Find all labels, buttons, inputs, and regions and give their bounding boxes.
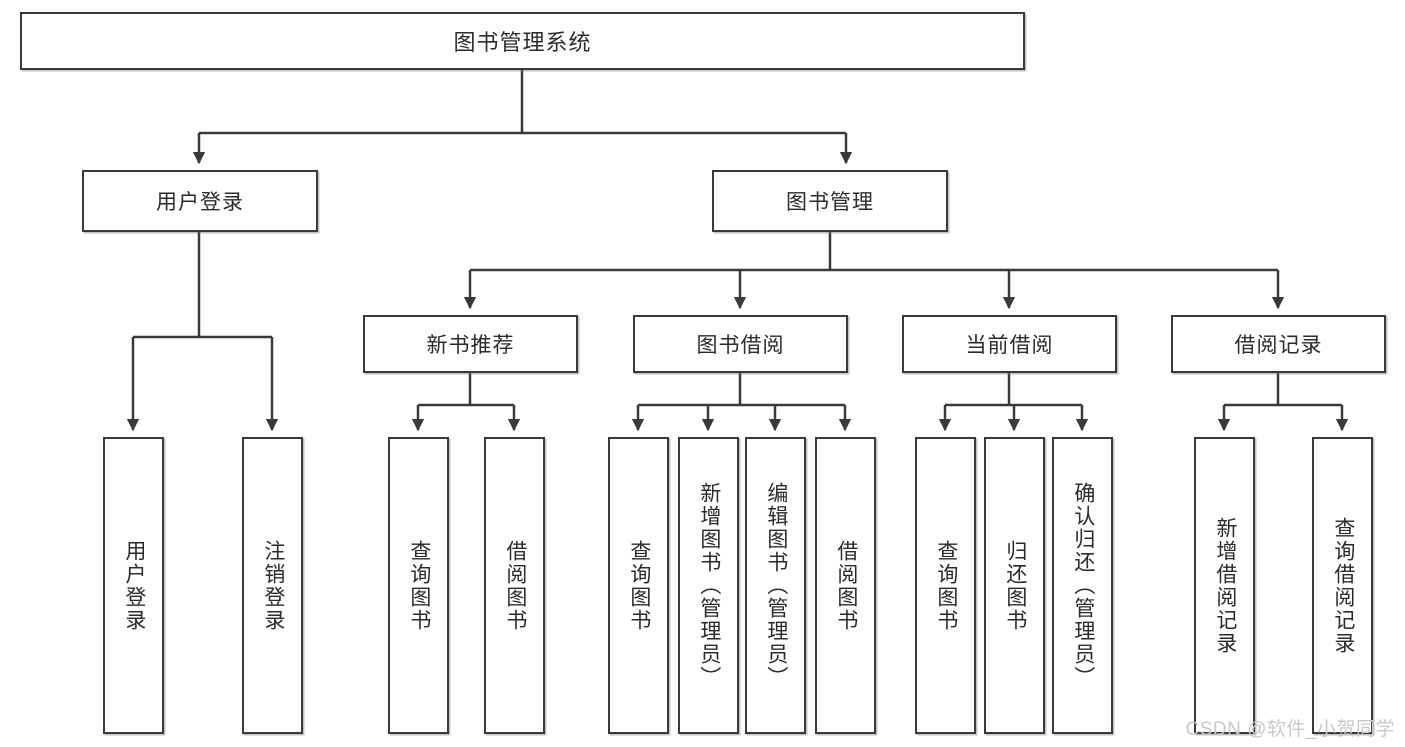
node-book-borrow[interactable]: 图书借阅 (633, 315, 848, 373)
node-current-borrow[interactable]: 当前借阅 (902, 315, 1117, 373)
node-user-login[interactable]: 用户登录 (82, 170, 318, 232)
node-label: 用户登录 (122, 539, 146, 632)
node-leaf-borrow-book-2[interactable]: 借阅图书 (815, 437, 876, 734)
node-leaf-return-book[interactable]: 归还图书 (984, 437, 1045, 734)
node-label: 注销登录 (261, 539, 285, 632)
node-label: 图书管理系统 (453, 30, 592, 55)
node-label: 新书推荐 (426, 334, 515, 357)
node-book-management[interactable]: 图书管理 (712, 170, 948, 232)
node-label: 查询借阅记录 (1331, 516, 1355, 655)
node-leaf-confirm-return[interactable]: 确认归还（管理员） (1052, 437, 1113, 734)
node-root-system[interactable]: 图书管理系统 (20, 12, 1025, 70)
node-leaf-add-book[interactable]: 新增图书（管理员） (678, 437, 739, 734)
node-leaf-query-book-1[interactable]: 查询图书 (388, 437, 449, 734)
node-label: 查询图书 (407, 539, 431, 632)
node-label: 当前借阅 (965, 334, 1054, 357)
node-label: 新增借阅记录 (1213, 516, 1237, 655)
node-label: 图书管理 (786, 191, 874, 214)
node-label: 借阅记录 (1234, 334, 1323, 357)
node-leaf-add-record[interactable]: 新增借阅记录 (1194, 437, 1255, 734)
node-label: 确认归还（管理员） (1071, 482, 1095, 689)
node-label: 归还图书 (1003, 539, 1027, 632)
node-label: 查询图书 (627, 539, 651, 632)
node-leaf-query-record[interactable]: 查询借阅记录 (1312, 437, 1373, 734)
node-label: 编辑图书（管理员） (764, 482, 788, 689)
node-borrow-record[interactable]: 借阅记录 (1171, 315, 1386, 373)
csdn-watermark: CSDN @软件_小贺同学 (1185, 719, 1395, 740)
node-leaf-query-book-3[interactable]: 查询图书 (915, 437, 976, 734)
node-leaf-user-login[interactable]: 用户登录 (103, 437, 164, 734)
node-label: 新增图书（管理员） (697, 482, 721, 689)
node-label: 图书借阅 (696, 334, 785, 357)
node-new-book-recommend[interactable]: 新书推荐 (363, 315, 578, 373)
node-label: 查询图书 (934, 539, 958, 632)
node-label: 用户登录 (156, 191, 244, 214)
node-leaf-edit-book[interactable]: 编辑图书（管理员） (745, 437, 806, 734)
node-leaf-logout[interactable]: 注销登录 (242, 437, 303, 734)
node-label: 借阅图书 (834, 539, 858, 632)
node-label: 借阅图书 (503, 539, 527, 632)
node-leaf-borrow-book-1[interactable]: 借阅图书 (484, 437, 545, 734)
node-leaf-query-book-2[interactable]: 查询图书 (608, 437, 669, 734)
